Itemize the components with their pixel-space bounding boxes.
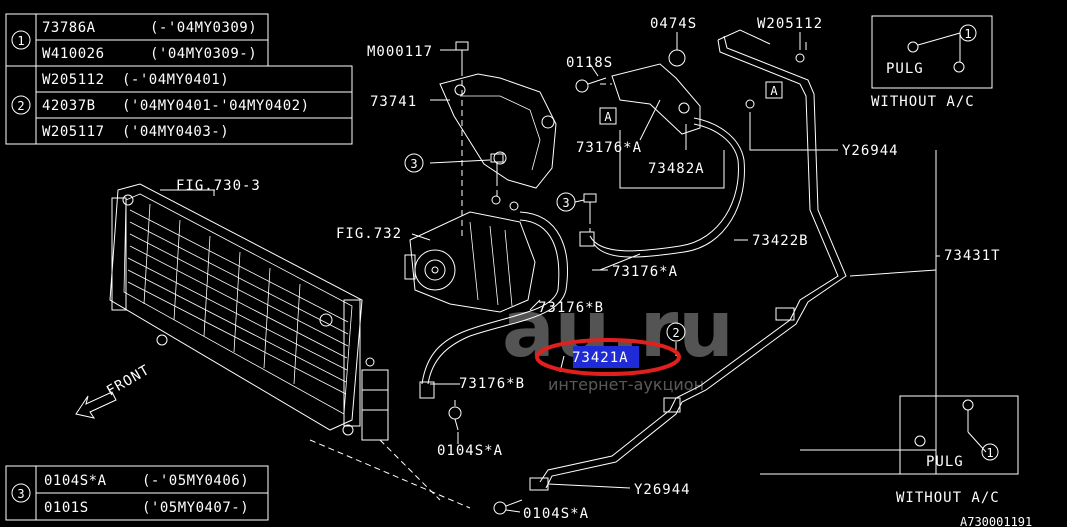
compressor-drawing [404, 195, 536, 313]
label-73176a-2[interactable]: 73176*A [612, 264, 678, 280]
label-0474s[interactable]: 0474S [650, 16, 697, 32]
watermark-tagline: интернет-аукцион [548, 375, 704, 394]
dash-guide-7 [379, 439, 441, 501]
legend-2-marker: 2 [17, 99, 24, 113]
bolt-0118s [575, 77, 607, 93]
bolt-m000117 [455, 41, 469, 70]
legend-2-range-3: ('04MY0403-) [122, 124, 229, 140]
leader-lines [213, 32, 940, 513]
front-arrow: FRONT [75, 362, 153, 419]
marker-circle-2-text: 2 [672, 326, 679, 340]
valve-block [611, 49, 701, 135]
marker-circle-2[interactable]: 2 [666, 322, 686, 342]
legend-1-marker: 1 [17, 34, 24, 48]
marker-box-a-1[interactable]: A [599, 107, 617, 125]
legend-2-part-1: W205112 [42, 72, 105, 88]
marker-circle-3-a-text: 3 [410, 157, 417, 171]
legend-2-range-2: ('04MY0401-'04MY0402) [122, 98, 310, 114]
inset-bottom-pulg: PULG [926, 454, 964, 470]
pipe-73431t [529, 29, 847, 491]
highlighted-part-73421a[interactable]: 73421A [535, 338, 681, 376]
label-fig-730-3[interactable]: FIG.730-3 [176, 178, 261, 194]
label-73421a[interactable]: 73421A [572, 350, 629, 366]
label-73422b[interactable]: 73422B [752, 233, 809, 249]
highlight-fill [573, 346, 639, 368]
inset-without-ac-top: 1 PULG WITHOUT A/C [871, 15, 993, 110]
legend-table-1: 1 73786A (-'04MY0309) W410026 ('04MY0309… [5, 13, 269, 67]
legend-2-part-2: 42037B [42, 98, 96, 114]
hose-73421a [419, 211, 568, 399]
label-0118s[interactable]: 0118S [566, 55, 613, 71]
label-73176b-1[interactable]: 73176*B [538, 300, 604, 316]
marker-box-a-2-text: A [770, 84, 778, 98]
legend-table-2: 2 W205112 (-'04MY0401) 42037B ('04MY0401… [5, 65, 353, 145]
bolt-circle-3-b [583, 193, 597, 218]
condenser-drawing [109, 183, 389, 441]
label-m000117[interactable]: M000117 [367, 44, 433, 60]
label-y26944-1[interactable]: Y26944 [842, 143, 899, 159]
legend-1-range-1: (-'04MY0309) [150, 20, 257, 36]
inset-without-ac-bottom: 1 PULG WITHOUT A/C [896, 395, 1019, 506]
label-73431t[interactable]: 73431T [944, 248, 1001, 264]
legend-1-part-1: 73786A [42, 20, 96, 36]
legend-2-range-1: (-'04MY0401) [122, 72, 229, 88]
label-y26944-2[interactable]: Y26944 [634, 482, 691, 498]
legend-2-part-3: W205117 [42, 124, 105, 140]
marker-box-a-1-text: A [604, 110, 612, 124]
label-fig-732[interactable]: FIG.732 [336, 226, 402, 242]
label-diagram-code: A730001191 [960, 515, 1032, 527]
inset-top-caption: WITHOUT A/C [871, 94, 975, 110]
bolt-0104s-a-2 [493, 499, 523, 515]
label-73176b-2[interactable]: 73176*B [459, 376, 525, 392]
legend-1-range-2: ('04MY0309-) [150, 46, 257, 62]
label-73176a-1[interactable]: 73176*A [576, 140, 642, 156]
dash-guide-5 [309, 439, 471, 509]
legend-3-part-1: 0104S*A [44, 473, 107, 489]
inset-top-pulg: PULG [886, 61, 924, 77]
label-w205112[interactable]: W205112 [757, 16, 823, 32]
legend-table-3: 3 0104S*A (-'05MY0406) 0101S ('05MY0407-… [5, 465, 269, 521]
label-0104s-a-1[interactable]: 0104S*A [437, 443, 503, 459]
label-73482a[interactable]: 73482A [648, 161, 705, 177]
marker-circle-3-a[interactable]: 3 [404, 153, 424, 173]
label-0104s-a-2[interactable]: 0104S*A [523, 506, 589, 522]
inset-bottom-marker: 1 [986, 446, 993, 460]
marker-box-a-2[interactable]: A [765, 81, 783, 99]
bolt-circle-3-a [490, 153, 504, 180]
marker-circle-3-b-text: 3 [562, 196, 569, 210]
label-73741[interactable]: 73741 [370, 94, 417, 110]
legend-3-marker: 3 [17, 487, 24, 501]
legend-3-range-2: ('05MY0407-) [142, 500, 249, 516]
legend-3-part-2: 0101S [44, 500, 89, 516]
bolt-0104s-a-1 [448, 406, 462, 431]
inset-top-marker: 1 [964, 27, 971, 41]
highlight-ring [535, 338, 681, 376]
marker-circle-3-b[interactable]: 3 [556, 192, 585, 212]
legend-1-part-2: W410026 [42, 46, 105, 62]
inset-bottom-caption: WITHOUT A/C [896, 490, 1000, 506]
hose-73422b [579, 117, 745, 258]
legend-3-range-1: (-'05MY0406) [142, 473, 249, 489]
front-label: FRONT [104, 362, 153, 399]
bracket-drawing [439, 73, 557, 189]
